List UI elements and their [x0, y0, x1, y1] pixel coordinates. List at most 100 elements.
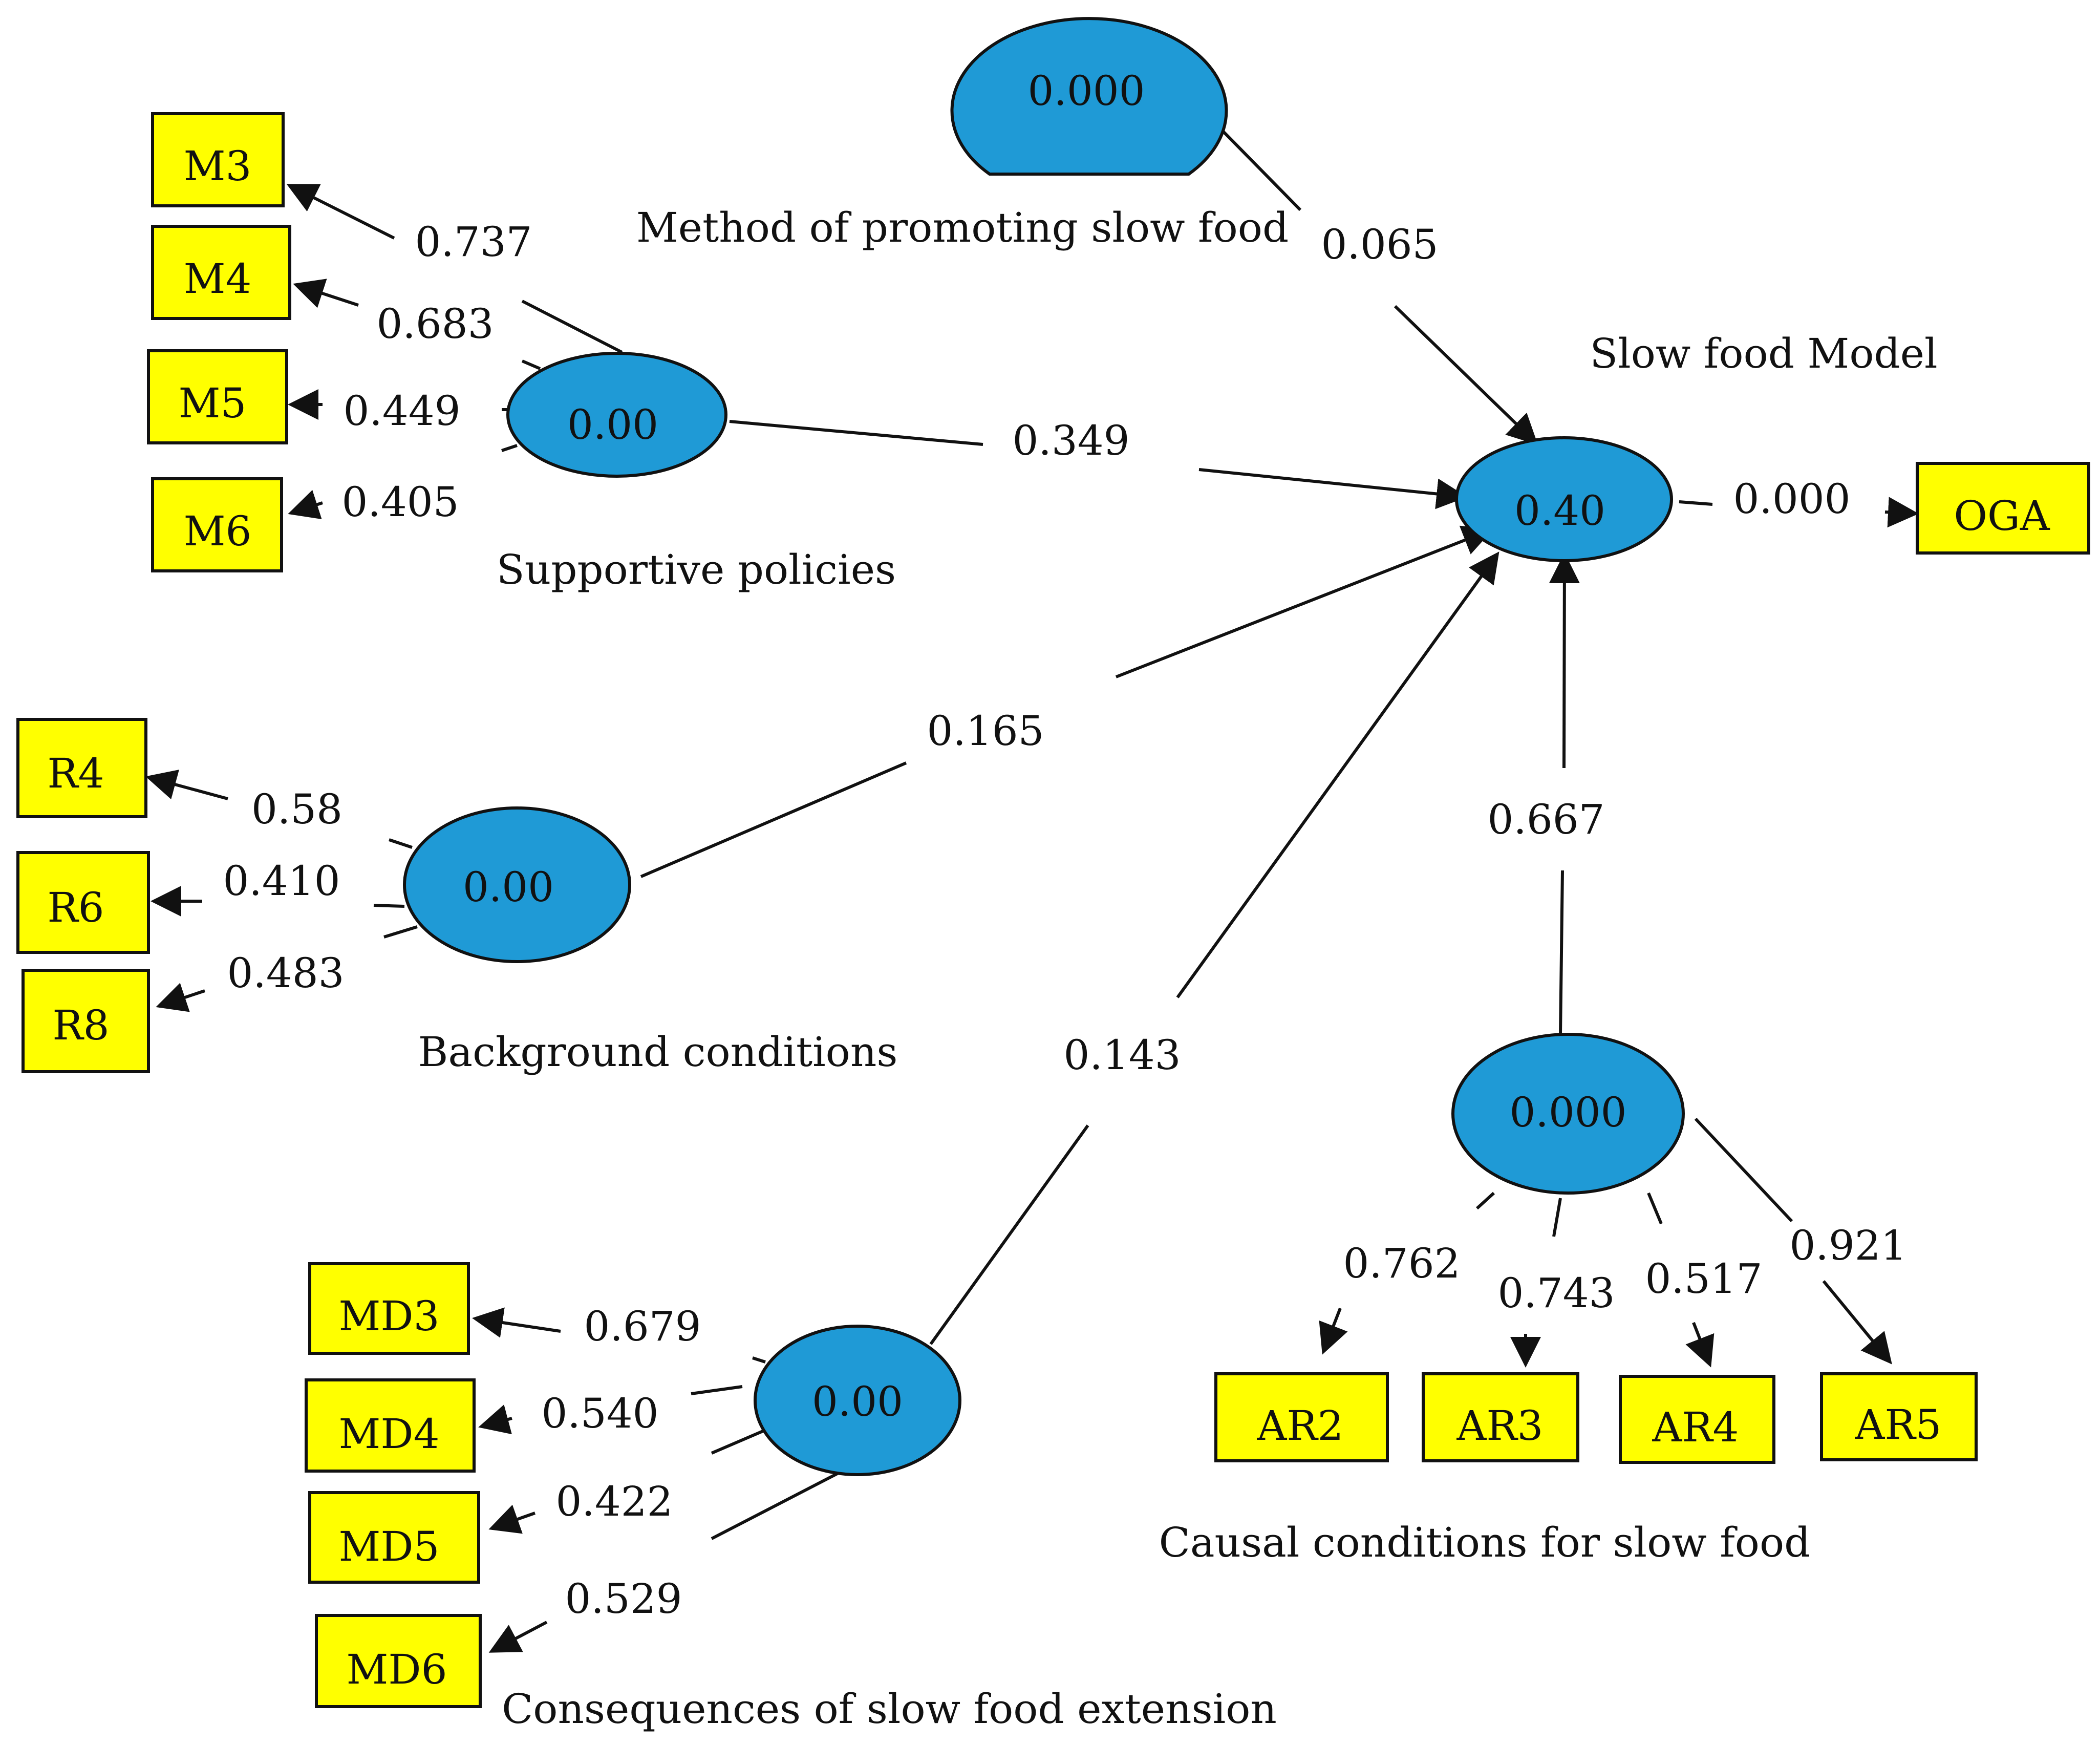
loading-line-md6-b [488, 1621, 548, 1653]
construct-background-label: Background conditions [418, 1028, 898, 1076]
indicator-md4-label: MD4 [339, 1410, 440, 1458]
indicator-r6-label: R6 [47, 884, 104, 931]
indicator-ar5-label: AR5 [1855, 1401, 1942, 1449]
loading-oga: 0.000 [1733, 475, 1850, 523]
construct-supportive-label: Supportive policies [497, 546, 896, 593]
indicator-m5: M5 [147, 349, 288, 444]
loading-md5: 0.422 [555, 1478, 673, 1525]
loading-line-md3-a [752, 1356, 766, 1364]
loading-line-r4-a [389, 838, 413, 849]
indicator-ar5: AR5 [1820, 1372, 1978, 1461]
loading-line-md4-b [478, 1404, 512, 1435]
path-model-oga-segment-2 [1884, 497, 1919, 528]
loading-line-r8-b [156, 983, 205, 1012]
indicator-m4: M4 [151, 225, 291, 320]
loading-md3: 0.679 [584, 1303, 701, 1350]
loading-line-r4-b [145, 770, 228, 800]
indicator-m3-label: M3 [184, 142, 252, 190]
construct-consequences-label: Consequences of slow food extension [502, 1685, 1277, 1733]
indicator-ar2-label: AR2 [1257, 1402, 1344, 1450]
construct-method-ellipse [950, 17, 1228, 176]
construct-method: 0.000 Method of promoting slow food [636, 17, 1289, 251]
construct-model-ellipse [1455, 436, 1673, 562]
indicator-m6-label: M6 [184, 507, 252, 555]
loading-line-md6-a [711, 1467, 848, 1540]
indicator-r4-label: R4 [47, 750, 104, 797]
path-coef-supportive-model: 0.349 [1012, 417, 1129, 464]
construct-model: 0.40 Slow food Model [1455, 330, 1938, 562]
path-labels: 0.065 0.349 0.165 0.143 0.667 [927, 221, 1604, 1079]
construct-consequences-ellipse [754, 1325, 961, 1476]
indicator-md5-label: MD5 [339, 1523, 440, 1570]
structural-paths [640, 117, 1919, 1345]
loading-m6: 0.405 [341, 478, 459, 526]
loading-line-m6-b [288, 490, 323, 519]
loading-r8: 0.483 [227, 949, 344, 997]
indicator-m3: M3 [151, 112, 285, 207]
construct-supportive-ellipse [506, 352, 727, 478]
loading-line-md3-b [472, 1307, 561, 1338]
loading-ar4: 0.517 [1645, 1255, 1762, 1303]
construct-background-ellipse [403, 806, 631, 963]
path-consequences-model-segment-1 [929, 1124, 1089, 1345]
indicator-md4: MD4 [305, 1378, 476, 1473]
indicator-md5: MD5 [308, 1491, 480, 1584]
indicator-ar4-label: AR4 [1652, 1403, 1739, 1451]
path-coef-consequences-model: 0.143 [1063, 1031, 1181, 1079]
indicator-ar3: AR3 [1422, 1372, 1579, 1462]
indicator-md6: MD6 [315, 1614, 482, 1708]
loading-ar2: 0.762 [1343, 1240, 1460, 1287]
indicator-boxes: M3 M4 M5 M6 R4 R6 R8 MD3 [16, 112, 2090, 1708]
construct-causal-label: Causal conditions for slow food [1159, 1519, 1811, 1566]
measurement-paths [145, 184, 1892, 1653]
loading-line-m6-a [501, 444, 518, 452]
path-background-model-segment-1 [640, 761, 907, 878]
loading-m3: 0.737 [415, 218, 532, 266]
path-coef-background-model: 0.165 [927, 707, 1044, 755]
construct-causal-ellipse [1451, 1033, 1685, 1195]
indicator-r8-label: R8 [52, 1002, 109, 1049]
loading-line-md4-a [691, 1385, 743, 1395]
path-coef-method-model: 0.065 [1321, 221, 1438, 268]
loading-line-ar4-b [1685, 1322, 1715, 1368]
loading-line-ar3-a [1552, 1198, 1562, 1237]
loading-line-ar5-b [1822, 1280, 1892, 1365]
path-consequences-model-segment-2 [1176, 551, 1499, 998]
construct-causal-value: 0.000 [1509, 1089, 1626, 1136]
construct-supportive-value: 0.00 [567, 401, 658, 449]
indicator-md3: MD3 [308, 1262, 470, 1355]
loading-line-md5-b [488, 1504, 535, 1534]
loading-line-m4-b [293, 279, 359, 308]
path-supportive-model-segment-1 [729, 420, 983, 446]
loading-ar3: 0.743 [1497, 1269, 1615, 1317]
indicator-ar2: AR2 [1214, 1372, 1389, 1462]
loading-line-ar5-a [1694, 1117, 1793, 1223]
loading-line-m4-a [521, 359, 541, 370]
construct-model-value: 0.40 [1514, 487, 1605, 535]
construct-method-value: 0.000 [1027, 67, 1145, 115]
indicator-md3-label: MD3 [339, 1292, 440, 1340]
indicator-ar4: AR4 [1619, 1375, 1775, 1464]
loading-line-r6-a [373, 904, 405, 908]
indicator-m5-label: M5 [179, 379, 247, 427]
loading-ar5: 0.921 [1789, 1222, 1906, 1269]
construct-model-label: Slow food Model [1590, 330, 1937, 377]
loading-labels: 0.737 0.683 0.449 0.405 0.58 0.410 0.483… [223, 218, 1906, 1623]
loading-line-ar2-b [1319, 1307, 1348, 1355]
loading-line-m3-b [286, 184, 395, 240]
path-method-model-segment-1 [1209, 117, 1302, 211]
loading-m4: 0.683 [376, 300, 494, 348]
path-supportive-model-segment-2 [1198, 468, 1467, 509]
loading-md4: 0.540 [541, 1390, 658, 1437]
indicator-m4-label: M4 [184, 255, 252, 303]
indicator-r6: R6 [16, 851, 150, 954]
loading-r6: 0.410 [223, 857, 340, 905]
path-model-oga-segment-1 [1679, 500, 1713, 506]
construct-background-value: 0.00 [463, 863, 554, 911]
construct-supportive: 0.00 Supportive policies [497, 352, 896, 593]
indicator-oga: OGA [1916, 462, 2090, 555]
indicator-oga-label: OGA [1954, 492, 2050, 540]
indicator-r4: R4 [16, 718, 147, 818]
construct-method-label: Method of promoting slow food [636, 204, 1289, 251]
